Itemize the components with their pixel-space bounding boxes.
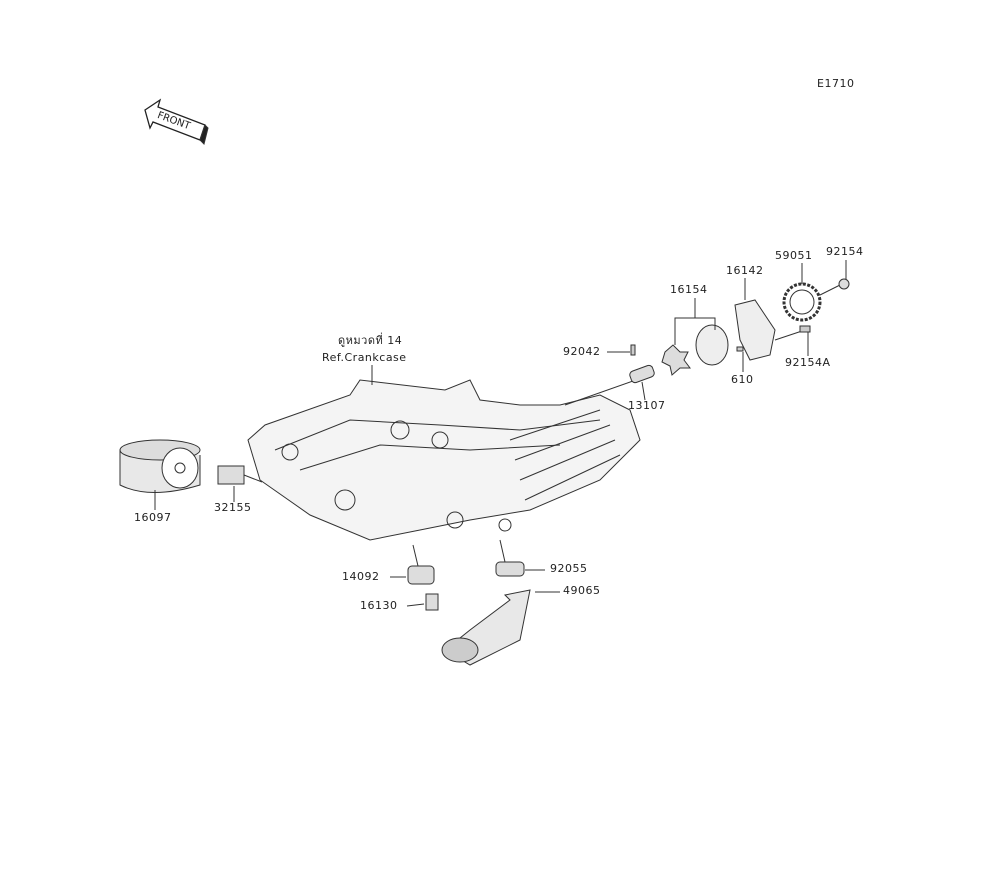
- strainer-drawing: [441, 539, 560, 666]
- front-arrow-icon: FRONT: [144, 98, 209, 145]
- oil-filter-drawing: [119, 439, 201, 510]
- part-label-16142[interactable]: 16142: [726, 264, 764, 277]
- oil-pump-drawing: [607, 260, 850, 401]
- part-label-92154A[interactable]: 92154A: [785, 356, 831, 369]
- part-label-14092[interactable]: 14092: [342, 570, 380, 583]
- bush-14092-drawing: [390, 544, 439, 611]
- part-label-13107[interactable]: 13107: [628, 399, 666, 412]
- part-label-32155[interactable]: 32155: [214, 501, 252, 514]
- part-label-92154[interactable]: 92154: [826, 245, 864, 258]
- part-label-16130[interactable]: 16130: [360, 599, 398, 612]
- part-label-92055[interactable]: 92055: [550, 562, 588, 575]
- pipe-32155-drawing: [217, 465, 263, 502]
- reference-crankcase-label[interactable]: Ref.Crankcase: [322, 351, 407, 364]
- reference-thai-label: ดูหมวดที่ 14: [338, 334, 403, 347]
- diagram-code: E1710: [817, 77, 855, 90]
- part-label-16154[interactable]: 16154: [670, 283, 708, 296]
- crankcase-drawing: [247, 365, 651, 541]
- part-label-16097[interactable]: 16097: [134, 511, 172, 524]
- part-label-49065[interactable]: 49065: [563, 584, 601, 597]
- part-label-92042[interactable]: 92042: [563, 345, 601, 358]
- part-label-59051[interactable]: 59051: [775, 249, 813, 262]
- part-label-610[interactable]: 610: [731, 373, 754, 386]
